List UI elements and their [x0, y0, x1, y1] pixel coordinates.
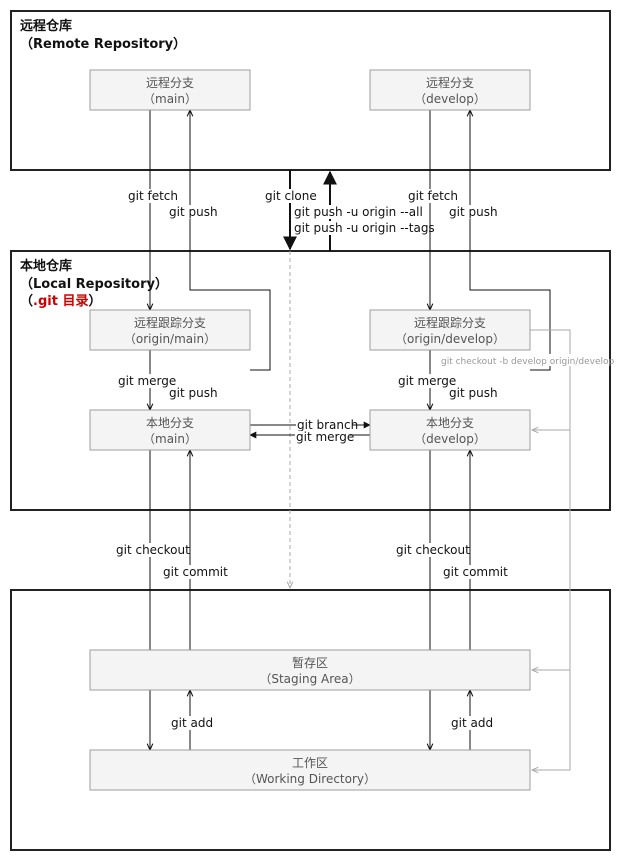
staging-sub: （Staging Area） [259, 672, 360, 686]
label-merge-center: git merge [296, 430, 354, 444]
push-right-arrow [470, 110, 551, 371]
label-push-all: git push -u origin --all [294, 205, 423, 219]
local-repository-region [10, 250, 611, 511]
local-main-sub: （main） [143, 432, 197, 446]
git-dir-label: （.git 目录） [20, 293, 101, 309]
label-add-right: git add [451, 716, 493, 730]
label-push-right-mid: git push [449, 386, 498, 400]
tracking-main-name: 远程跟踪分支 [134, 315, 206, 330]
local-main-node: 本地分支 （main） [89, 409, 251, 451]
local-subtitle: （Local Repository） [20, 276, 168, 292]
label-checkout-right: git checkout [396, 543, 470, 557]
working-sub: （Working Directory） [244, 772, 376, 786]
staging-name: 暂存区 [292, 656, 328, 670]
label-branch: git branch [297, 418, 358, 432]
remote-main-node: 远程分支 （main） [89, 69, 251, 111]
working-directory-node: 工作区 （Working Directory） [89, 749, 531, 791]
remote-develop-name: 远程分支 [426, 75, 474, 90]
remote-develop-node: 远程分支 （develop） [369, 69, 531, 111]
tracking-develop-sub: （origin/develop） [395, 332, 505, 346]
label-push-left-top: git push [169, 205, 218, 219]
staging-area-node: 暂存区 （Staging Area） [89, 649, 531, 691]
local-develop-name: 本地分支 [426, 416, 474, 430]
tracking-develop-node: 远程跟踪分支 （origin/develop） [369, 309, 531, 351]
remote-develop-sub: （develop） [414, 92, 486, 106]
label-push-right-top: git push [449, 205, 498, 219]
remote-subtitle: （Remote Repository） [20, 36, 186, 52]
tracking-main-node: 远程跟踪分支 （origin/main） [89, 309, 251, 351]
local-develop-node: 本地分支 （develop） [369, 409, 531, 451]
label-add-left: git add [171, 716, 213, 730]
remote-title: 远程仓库 [20, 18, 72, 34]
label-fetch-left: git fetch [128, 189, 178, 203]
remote-main-sub: （main） [143, 92, 197, 106]
local-main-name: 本地分支 [146, 416, 194, 430]
label-commit-left: git commit [163, 565, 228, 579]
label-clone: git clone [265, 189, 317, 203]
tracking-main-sub: （origin/main） [124, 332, 216, 346]
label-commit-right: git commit [443, 565, 508, 579]
local-develop-sub: （develop） [414, 432, 486, 446]
label-merge-left: git merge [118, 374, 176, 388]
label-fetch-right: git fetch [408, 189, 458, 203]
workspace-region [10, 589, 611, 851]
push-left-arrow [190, 110, 271, 371]
label-merge-right: git merge [398, 374, 456, 388]
label-checkout-left: git checkout [116, 543, 190, 557]
git-dir-highlight: .git 目录 [33, 294, 88, 309]
label-push-left-mid: git push [169, 386, 218, 400]
label-push-tags: git push -u origin --tags [294, 221, 435, 235]
checkout-b-to-working [530, 329, 571, 770]
working-name: 工作区 [292, 756, 328, 770]
tracking-develop-name: 远程跟踪分支 [414, 315, 486, 330]
local-title: 本地仓库 [20, 258, 72, 274]
remote-main-name: 远程分支 [146, 75, 194, 90]
label-checkout-b: git checkout -b develop origin/develop [441, 357, 615, 367]
